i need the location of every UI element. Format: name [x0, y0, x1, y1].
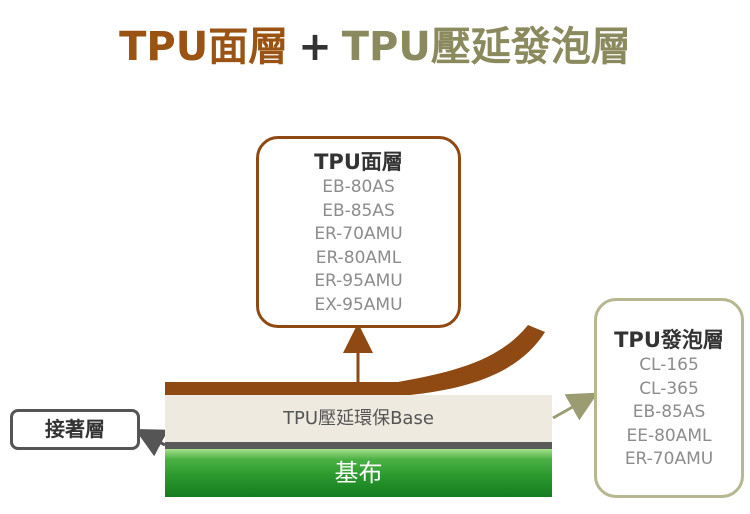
base-layer-label: TPU壓延環保Base	[283, 408, 434, 429]
foam-item: ER-70AMU	[624, 449, 714, 469]
surface-item: ER-95AMU	[314, 271, 403, 291]
surface-item: ER-70AMU	[314, 224, 403, 244]
surface-item: EB-85AS	[322, 200, 395, 221]
tpu-surface-layer	[165, 325, 545, 396]
fabric-layer-label: 基布	[334, 459, 383, 487]
title-part1: TPU面層	[119, 24, 289, 70]
adhesive-box-label: 接著層	[45, 417, 105, 441]
foam-box-heading: TPU發泡層	[614, 328, 724, 352]
adhesive-layer-box: 接著層	[10, 409, 140, 450]
diagram-title: TPU面層+TPU壓延發泡層	[0, 14, 750, 72]
title-plus: +	[298, 24, 332, 70]
surface-item: EB-80AS	[322, 177, 395, 197]
surface-item: ER-80AML	[315, 247, 402, 268]
surface-box-heading: TPU面層	[314, 150, 403, 174]
adhesive-layer	[165, 442, 552, 449]
foam-item: CL-365	[639, 378, 699, 399]
surface-layer-box: TPU面層 EB-80AS EB-85AS ER-70AMU ER-80AML …	[256, 136, 461, 328]
arrow-to-foam-box	[552, 392, 599, 421]
title-part2: TPU壓延發泡層	[341, 24, 631, 70]
foam-layer-box: TPU發泡層 CL-165 CL-365 EB-85AS EE-80AML ER…	[594, 298, 744, 498]
surface-item: EX-95AMU	[314, 294, 403, 315]
arrow-to-adhesive-box	[134, 428, 169, 457]
fabric-layer: 基布	[165, 449, 552, 497]
foam-item: CL-165	[639, 355, 699, 375]
foam-item: EE-80AML	[626, 425, 712, 446]
tpu-base-layer: TPU壓延環保Base	[165, 395, 552, 442]
foam-item: EB-85AS	[632, 402, 706, 422]
